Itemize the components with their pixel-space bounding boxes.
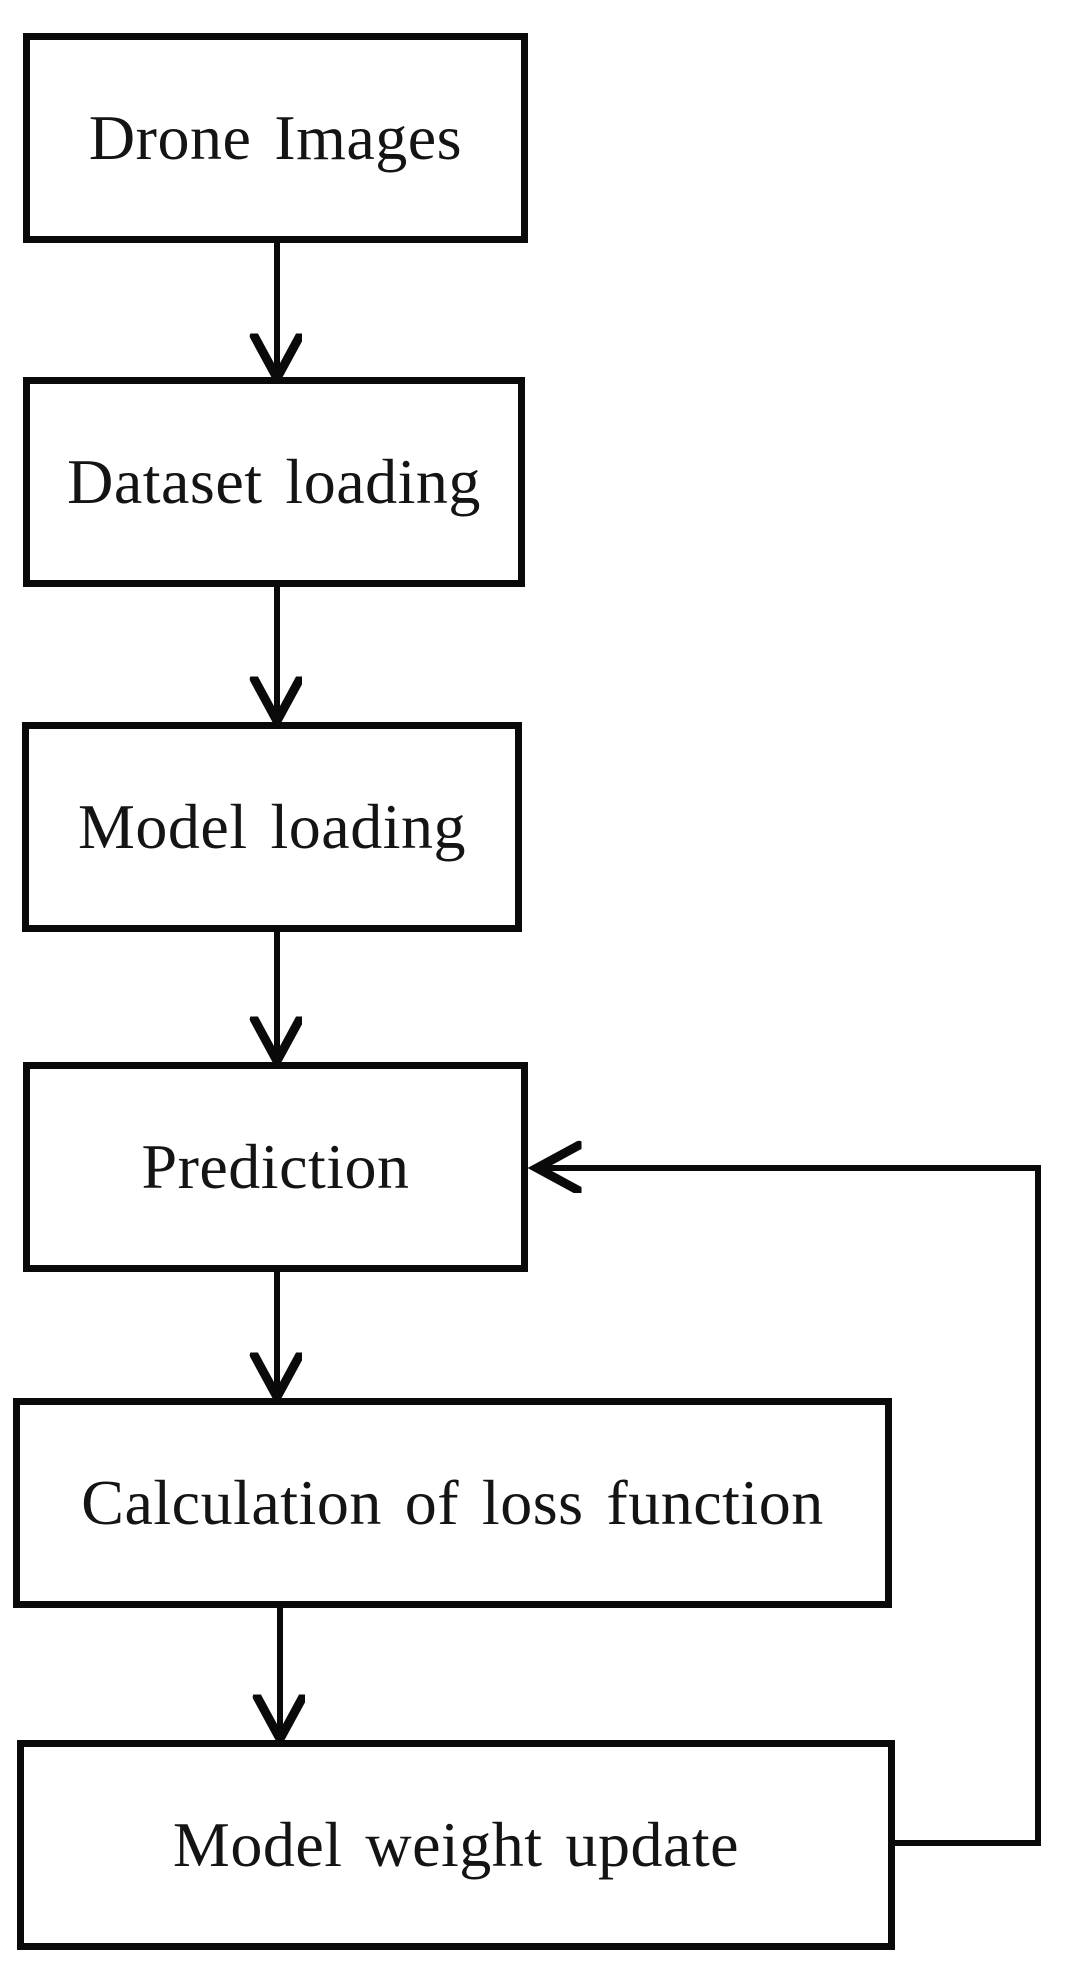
node-model-weight-update: Model weight update [17, 1740, 895, 1950]
node-prediction-label: Prediction [141, 1130, 410, 1202]
node-drone-images-label: Drone Images [88, 101, 463, 173]
node-loss-calculation-label: Calculation of loss function [81, 1466, 824, 1538]
node-dataset-loading: Dataset loading [23, 377, 525, 587]
node-prediction: Prediction [23, 1062, 528, 1272]
node-model-weight-update-label: Model weight update [172, 1808, 740, 1880]
edge-feedback-weight-update-to-prediction [537, 1168, 1041, 1846]
node-model-loading-label: Model loading [78, 790, 466, 862]
node-drone-images: Drone Images [23, 33, 528, 243]
node-loss-calculation: Calculation of loss function [13, 1398, 892, 1608]
node-dataset-loading-label: Dataset loading [67, 445, 481, 517]
node-model-loading: Model loading [22, 722, 522, 932]
